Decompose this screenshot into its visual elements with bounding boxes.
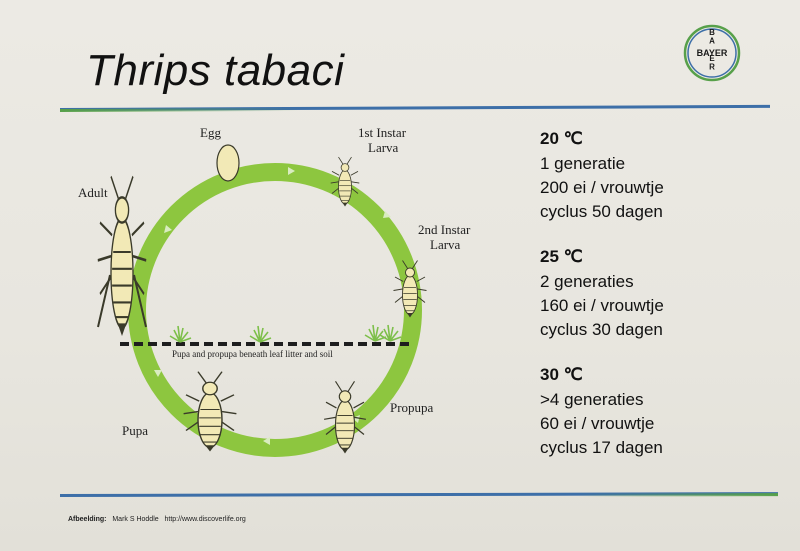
- info-block-25c: 25 ℃ 2 generaties 160 ei / vrouwtje cycl…: [540, 246, 664, 342]
- label-first-instar: 1st Instar Larva: [358, 125, 406, 155]
- label-first-instar-line1: 1st Instar: [358, 125, 407, 140]
- info-generations: >4 generaties: [540, 390, 644, 409]
- logo-letter: E: [709, 54, 715, 63]
- label-egg: Egg: [200, 125, 221, 140]
- life-cycle-diagram: Egg 1st Instar Larva 2nd Instar Larva Pr…: [60, 115, 480, 485]
- label-adult: Adult: [78, 185, 108, 200]
- cycle-ring: [128, 163, 422, 457]
- logo-letter: B: [709, 28, 715, 37]
- logo-outer-ring: [683, 24, 741, 82]
- label-second-instar-line1: 2nd Instar: [418, 222, 471, 237]
- logo-letter: A: [709, 37, 715, 46]
- header-divider: [59, 104, 770, 111]
- info-cycle: cyclus 17 dagen: [540, 438, 663, 457]
- info-eggs: 200 ei / vrouwtje: [540, 178, 664, 197]
- soil-caption: Pupa and propupa beneath leaf litter and…: [172, 349, 333, 359]
- credit-author: Mark S Hoddle: [112, 516, 159, 523]
- info-block-20c: 20 ℃ 1 generatie 200 ei / vrouwtje cyclu…: [540, 128, 664, 224]
- temperature-info: 20 ℃ 1 generatie 200 ei / vrouwtje cyclu…: [540, 128, 664, 482]
- info-eggs: 60 ei / vrouwtje: [540, 414, 655, 433]
- page-title: Thrips tabaci: [86, 46, 345, 95]
- footer-divider: [59, 492, 779, 497]
- label-pupa: Pupa: [122, 423, 148, 438]
- label-first-instar-line2: Larva: [368, 140, 399, 155]
- logo-horizontal-text: BAYER: [697, 48, 728, 58]
- info-cycle: cyclus 50 dagen: [540, 202, 663, 221]
- egg-illustration: [216, 144, 240, 182]
- logo-letter: R: [709, 62, 715, 71]
- label-second-instar: 2nd Instar Larva: [418, 222, 470, 252]
- life-cycle-graphic: [96, 144, 427, 457]
- label-propupa: Propupa: [390, 400, 434, 415]
- label-second-instar-line2: Larva: [430, 237, 461, 252]
- info-eggs: 160 ei / vrouwtje: [540, 296, 664, 315]
- image-credit: Afbeelding: Mark S Hoddle http://www.dis…: [68, 516, 246, 523]
- info-block-30c: 30 ℃ >4 generaties 60 ei / vrouwtje cycl…: [540, 364, 664, 460]
- grass-tufts: [169, 324, 402, 343]
- credit-label: Afbeelding:: [68, 516, 107, 523]
- adult-wings: [97, 274, 147, 328]
- info-temp: 20 ℃: [540, 129, 583, 148]
- info-temp: 30 ℃: [540, 365, 583, 384]
- info-generations: 2 generaties: [540, 272, 634, 291]
- logo-inner-ring: [687, 28, 737, 78]
- info-cycle: cyclus 30 dagen: [540, 320, 663, 339]
- info-temp: 25 ℃: [540, 247, 583, 266]
- info-generations: 1 generatie: [540, 154, 626, 173]
- credit-url: http://www.discoverlife.org: [164, 516, 246, 523]
